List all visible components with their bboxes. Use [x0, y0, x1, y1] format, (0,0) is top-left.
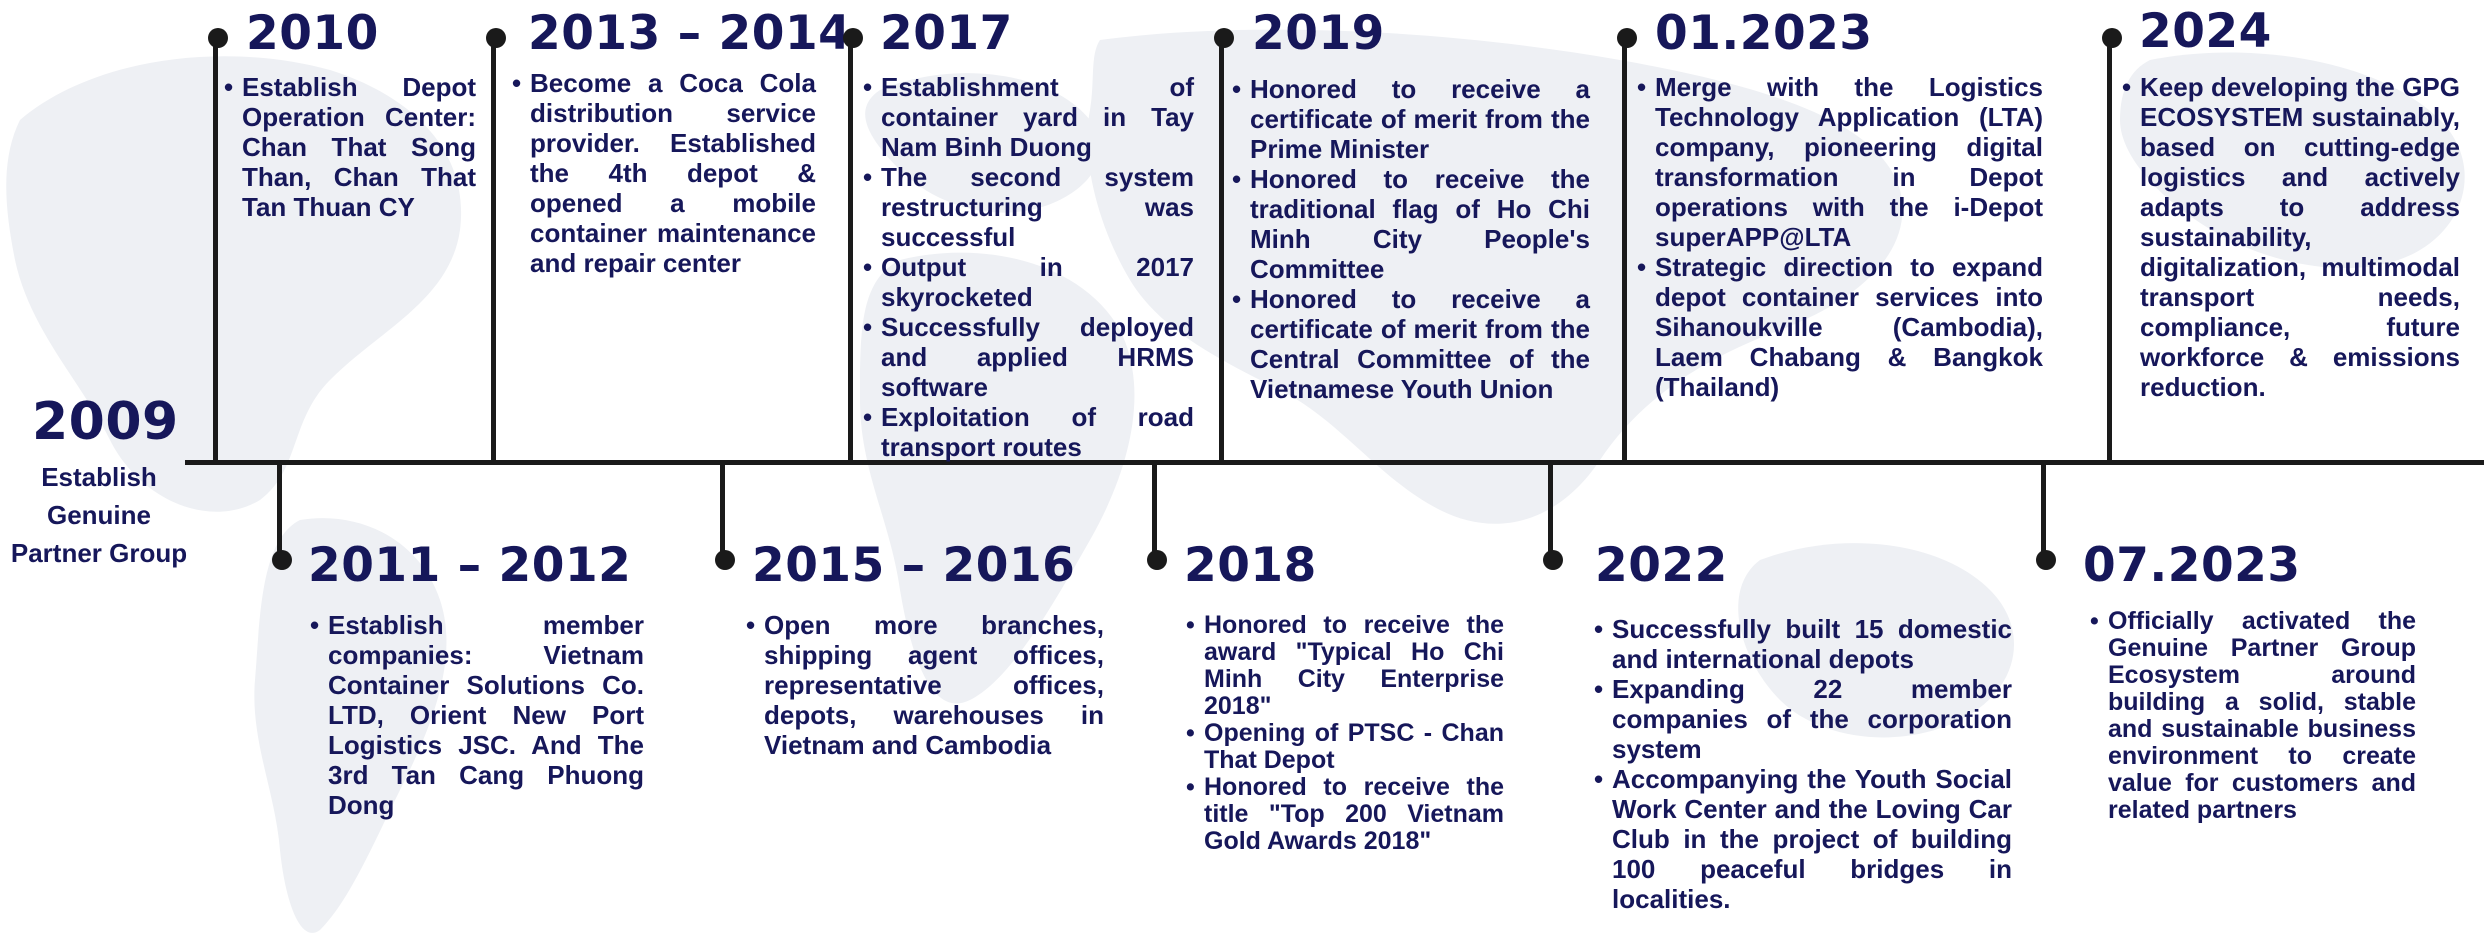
timeline-dot	[1214, 28, 1234, 48]
timeline-stem	[720, 462, 725, 562]
event-list: Become a Coca Cola distribution service …	[510, 68, 816, 278]
event-item: Opening of PTSC - Chan That Depot	[1186, 720, 1504, 774]
event-item: Become a Coca Cola distribution service …	[512, 68, 816, 278]
timeline-stem	[1548, 462, 1553, 562]
event-year: 2017	[880, 6, 1013, 61]
event-year: 07.2023	[2083, 538, 2301, 593]
timeline-stem	[491, 40, 496, 463]
event-list: Successfully built 15 domestic and inter…	[1592, 614, 2012, 914]
event-item: Establish Depot Operation Center: Chan T…	[224, 72, 476, 222]
event-item: Honored to receive a certificate of meri…	[1232, 284, 1590, 404]
timeline-stem	[2041, 462, 2046, 562]
event-list: Merge with the Logistics Technology Appl…	[1635, 72, 2043, 402]
event-list: Establish member companies: Vietnam Cont…	[308, 610, 644, 820]
event-item: Exploitation of road transport routes	[863, 402, 1194, 462]
timeline-dot	[2036, 550, 2056, 570]
event-item: Output in 2017 skyrocketed	[863, 252, 1194, 312]
event-item: Honored to receive the title "Top 200 Vi…	[1186, 774, 1504, 855]
event-item: Merge with the Logistics Technology Appl…	[1637, 72, 2043, 252]
event-list: Keep developing the GPG ECOSYSTEM sustai…	[2120, 72, 2460, 402]
timeline-dot	[1617, 28, 1637, 48]
timeline-dot	[1543, 550, 1563, 570]
event-item: Honored to receive the award "Typical Ho…	[1186, 612, 1504, 720]
event-item: Strategic direction to expand depot cont…	[1637, 252, 2043, 402]
event-item: Honored to receive a certificate of meri…	[1232, 74, 1590, 164]
timeline-dot	[2102, 28, 2122, 48]
timeline-dot	[843, 28, 863, 48]
event-year: 2013 – 2014	[528, 6, 852, 61]
event-item: Establish member companies: Vietnam Cont…	[310, 610, 644, 820]
event-item: Expanding 22 member companies of the cor…	[1594, 674, 2012, 764]
event-list: Establishment of container yard in Tay N…	[861, 72, 1194, 462]
timeline-stem	[277, 462, 282, 562]
timeline-stem	[213, 40, 218, 463]
event-item: The second system restructuring was succ…	[863, 162, 1194, 252]
timeline-axis	[185, 460, 2484, 465]
event-year: 2018	[1184, 538, 1317, 593]
event-item: Successfully deployed and applied HRMS s…	[863, 312, 1194, 402]
event-list: Open more branches, shipping agent offic…	[744, 610, 1104, 760]
event-list: Honored to receive a certificate of meri…	[1230, 74, 1590, 404]
timeline-dot	[208, 28, 228, 48]
timeline-dot	[715, 550, 735, 570]
event-item: Establishment of container yard in Tay N…	[863, 72, 1194, 162]
event-year: 2024	[2139, 4, 2272, 59]
timeline-dot	[272, 550, 292, 570]
event-year: 2011 – 2012	[308, 538, 632, 593]
event-year: 2015 – 2016	[752, 538, 1076, 593]
event-item: Accompanying the Youth Social Work Cente…	[1594, 764, 2012, 914]
event-list: Officially activated the Genuine Partner…	[2088, 608, 2416, 824]
timeline-dot	[1147, 550, 1167, 570]
event-year: 01.2023	[1655, 6, 1873, 61]
event-item: Keep developing the GPG ECOSYSTEM sustai…	[2122, 72, 2460, 402]
timeline-stem	[1622, 40, 1627, 463]
event-item: Successfully built 15 domestic and inter…	[1594, 614, 2012, 674]
event-year: 2010	[246, 6, 379, 61]
timeline-stem	[1152, 462, 1157, 562]
timeline-stem	[848, 40, 853, 463]
event-list: Establish Depot Operation Center: Chan T…	[222, 72, 476, 222]
event-item: Honored to receive the traditional flag …	[1232, 164, 1590, 284]
event-item: Open more branches, shipping agent offic…	[746, 610, 1104, 760]
timeline-stem	[2107, 40, 2112, 463]
timeline-stem	[1219, 40, 1224, 463]
event-item: Officially activated the Genuine Partner…	[2090, 608, 2416, 824]
event-year: 2019	[1252, 6, 1385, 61]
event-list: Honored to receive the award "Typical Ho…	[1184, 612, 1504, 855]
event-year: 2022	[1595, 538, 1728, 593]
start-description: Establish Genuine Partner Group	[10, 462, 188, 568]
timeline-dot	[486, 28, 506, 48]
start-year: 2009	[32, 392, 179, 452]
